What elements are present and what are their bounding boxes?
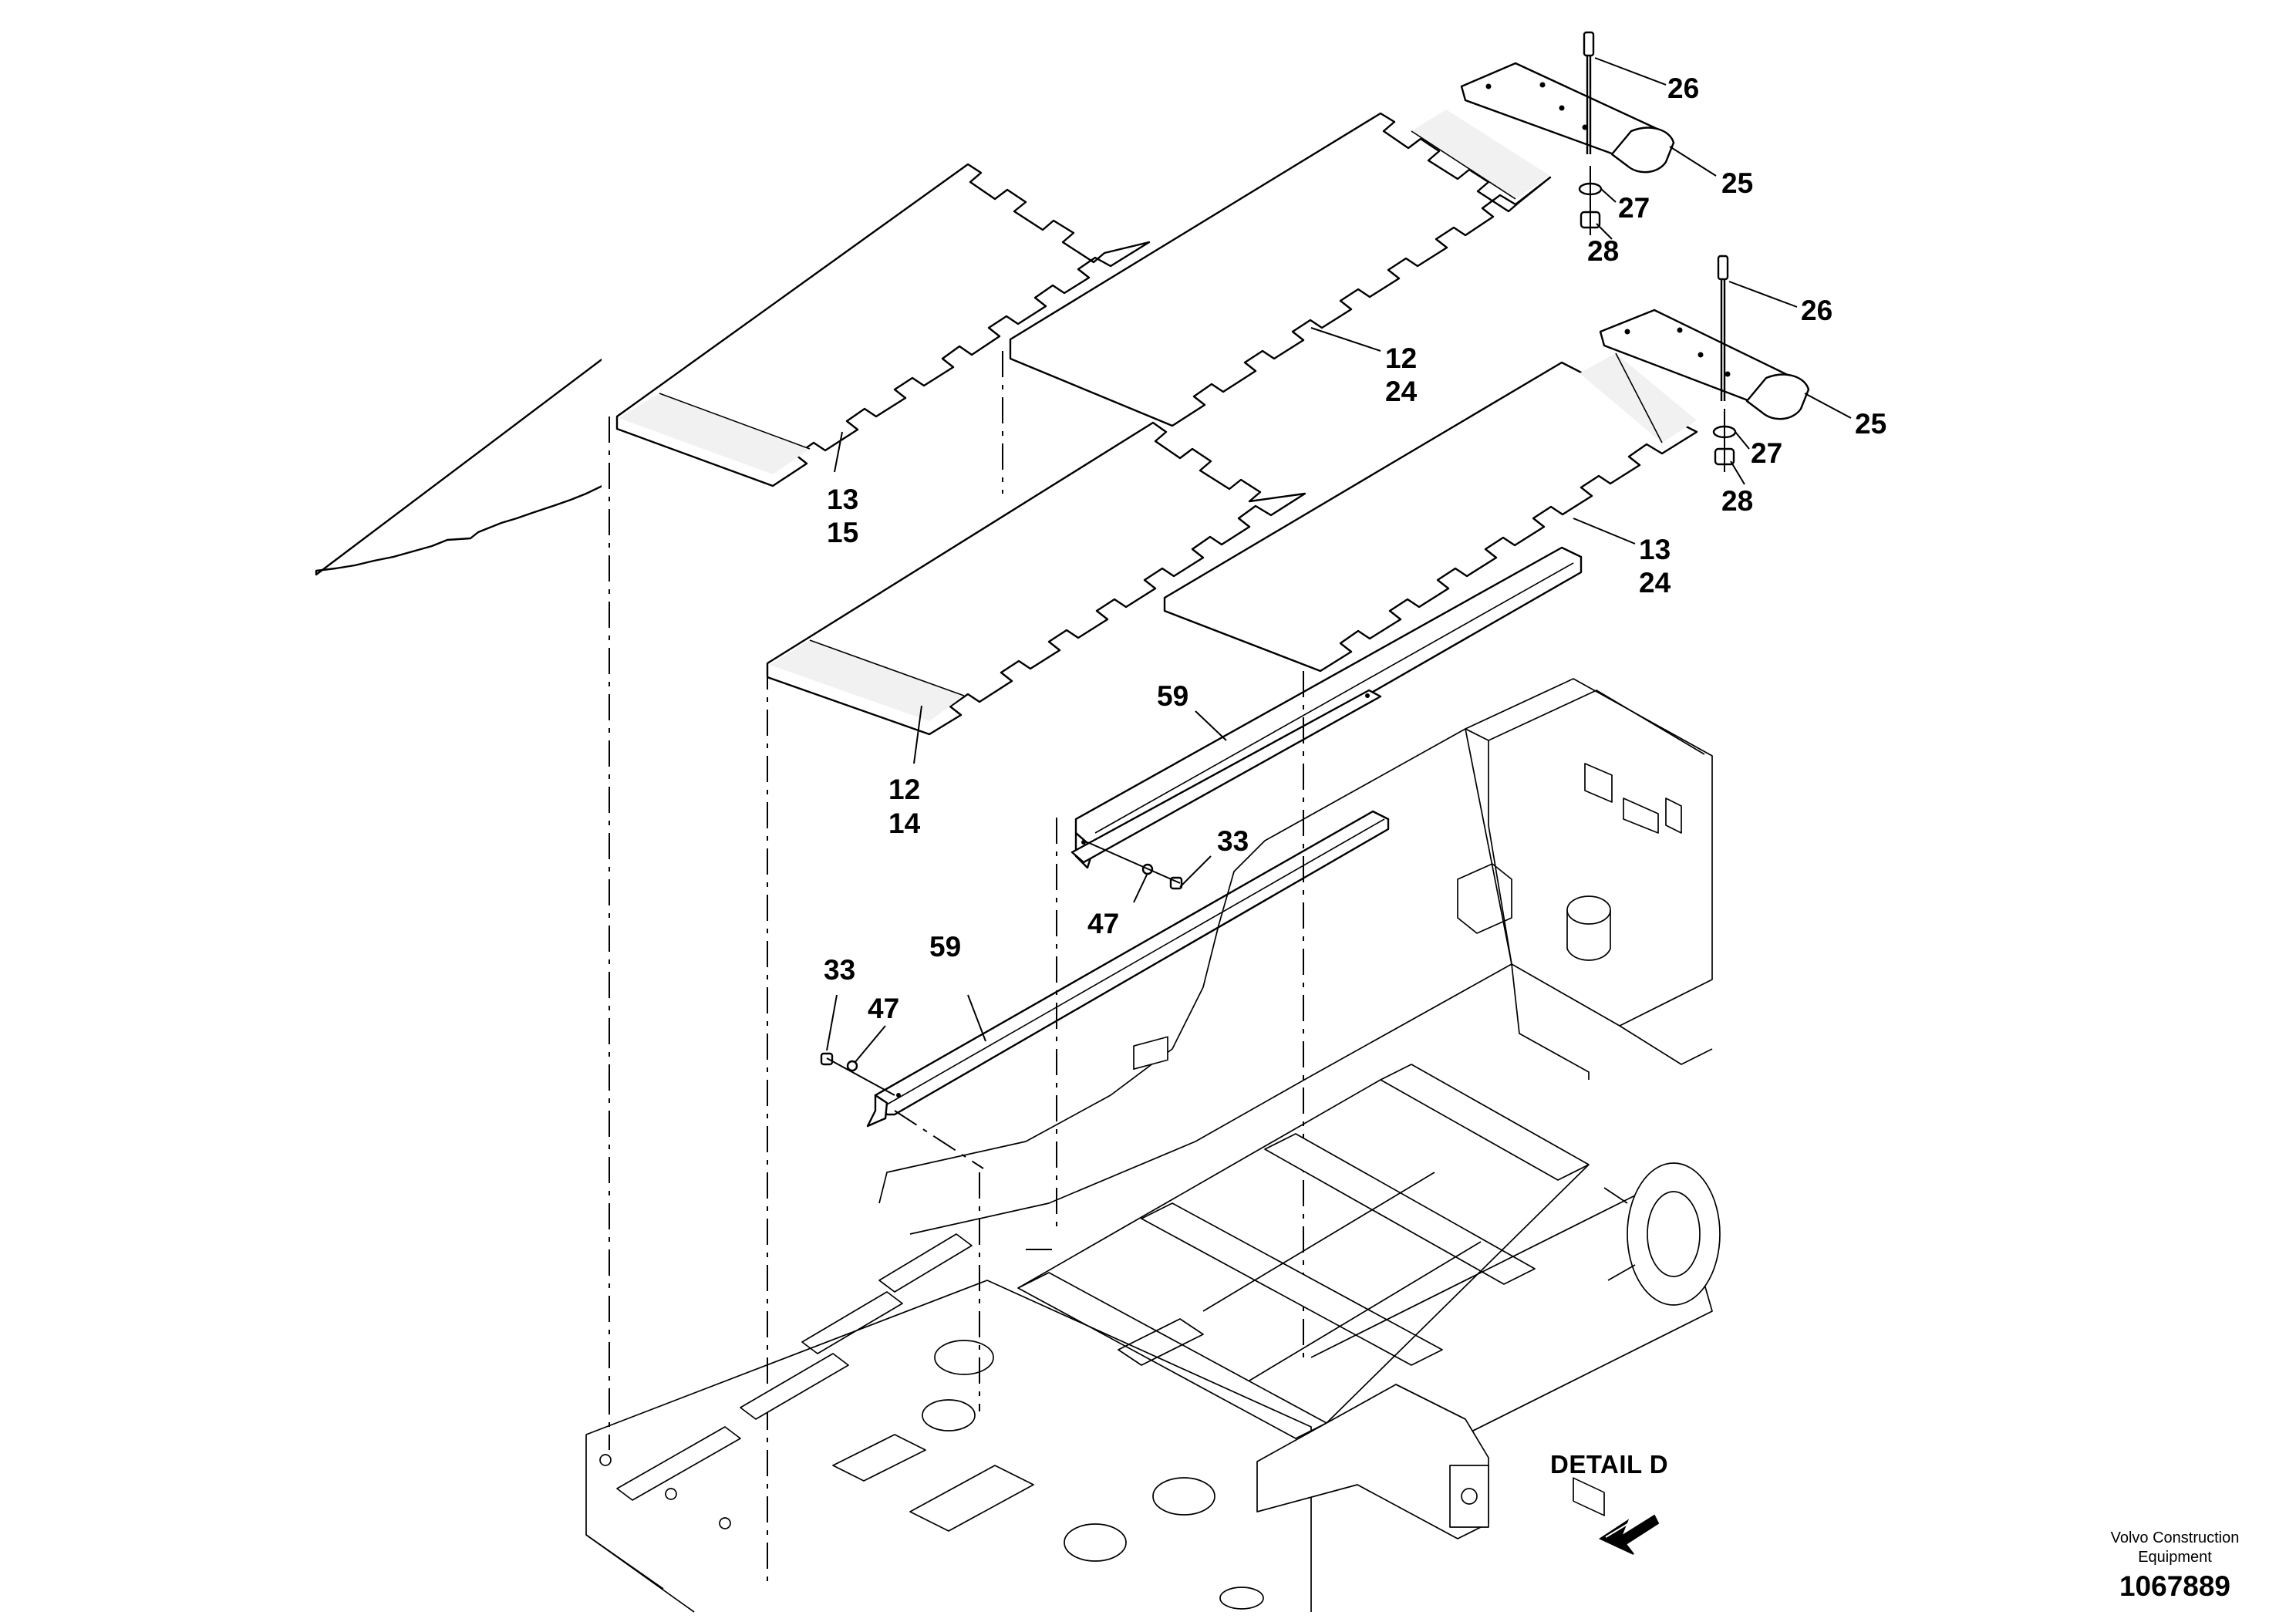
callout-59-upper: 59 xyxy=(1157,680,1188,712)
brand-name-line1: Volvo Construction xyxy=(2110,1529,2240,1546)
callout-12-lower: 12 xyxy=(888,774,920,805)
drawing-number: 1067889 xyxy=(2119,1570,2231,1602)
detail-label: DETAIL D xyxy=(1550,1450,1669,1479)
callout-12-upper: 12 xyxy=(1385,342,1417,374)
chassis-frame xyxy=(585,678,1721,1613)
callout-24-lower: 24 xyxy=(1639,567,1671,599)
callout-26-lower: 26 xyxy=(1801,295,1832,326)
view-direction-arrow-icon xyxy=(1598,1514,1660,1555)
callout-27-upper: 27 xyxy=(1618,192,1650,224)
callout-24-upper: 24 xyxy=(1385,376,1418,407)
fastener-lower xyxy=(820,1052,895,1096)
callout-13-upper: 13 xyxy=(827,484,858,515)
plate-12-24 xyxy=(1009,110,1552,427)
callout-26-upper: 26 xyxy=(1667,73,1699,104)
callout-59-lower: 59 xyxy=(929,931,961,963)
plate-13-24 xyxy=(1163,352,1698,673)
callout-25-lower: 25 xyxy=(1855,408,1886,440)
callout-labels: 26 25 27 28 26 25 27 28 12 24 13 15 13 2… xyxy=(824,73,1886,1024)
bracket-assembly-upper xyxy=(1460,31,1675,235)
callout-14: 14 xyxy=(888,808,921,839)
plate-13-15 xyxy=(615,163,1151,487)
fastener-upper xyxy=(1087,841,1183,890)
bracket-assembly-lower xyxy=(1599,255,1810,472)
plate-12-14 xyxy=(766,421,1306,736)
leader-lines xyxy=(826,57,1852,1064)
callout-28-upper: 28 xyxy=(1587,235,1619,267)
alignment-lines xyxy=(609,351,1304,1589)
callout-33-upper: 33 xyxy=(1217,825,1249,857)
callout-25-upper: 25 xyxy=(1721,167,1753,199)
angle-bar-59-lower xyxy=(866,810,1390,1128)
callout-15: 15 xyxy=(827,517,858,548)
callout-28-lower: 28 xyxy=(1721,485,1753,517)
callout-33-lower: 33 xyxy=(824,954,855,986)
callout-27-lower: 27 xyxy=(1751,437,1782,469)
callout-47-upper: 47 xyxy=(1087,908,1119,939)
callout-47-lower: 47 xyxy=(868,993,899,1024)
brand-name-line2: Equipment xyxy=(2138,1549,2212,1566)
callout-13-lower: 13 xyxy=(1639,534,1671,565)
